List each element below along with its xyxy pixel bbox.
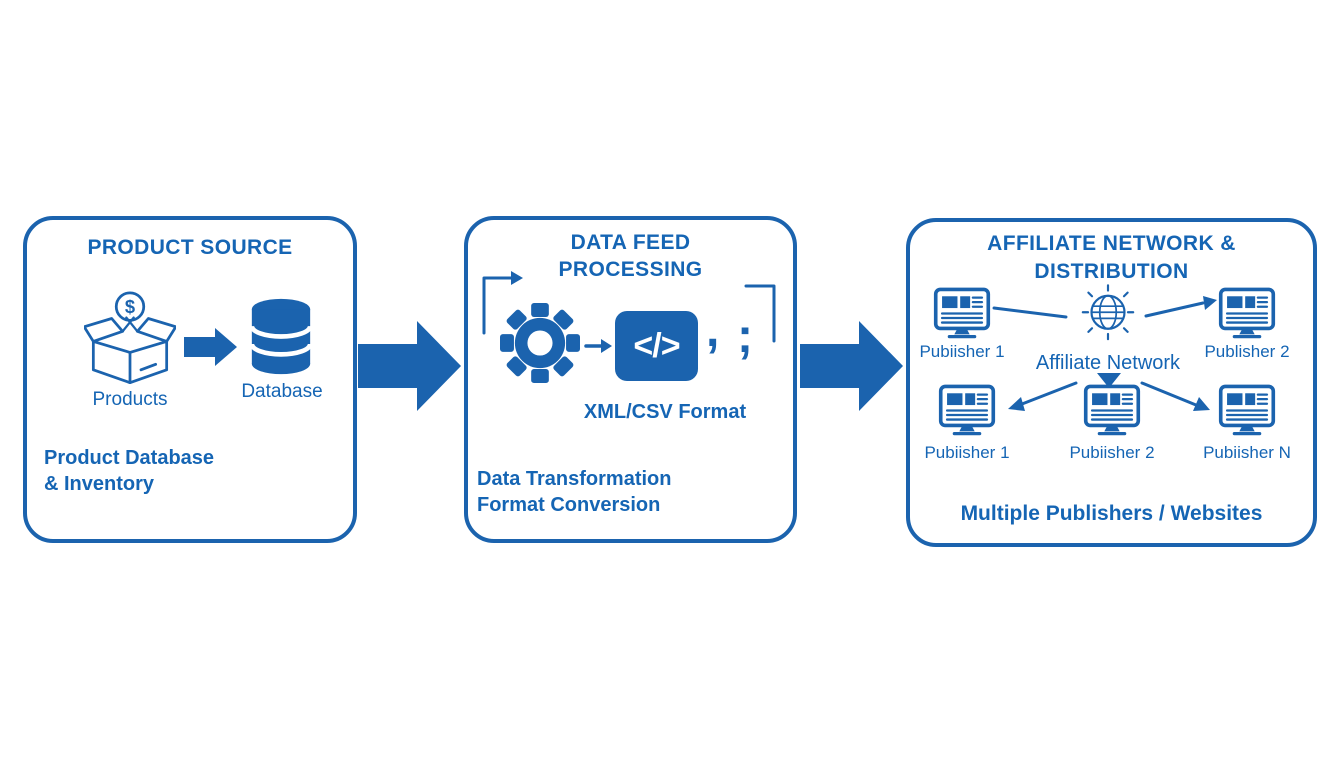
- flow-arrow-source-to-processing: [358, 321, 461, 411]
- data-feed-title-line1: DATA FEED: [570, 231, 691, 254]
- products-label: Products: [92, 389, 168, 410]
- data-feed-title: DATA FEED PROCESSING: [464, 229, 797, 283]
- database-label: Database: [241, 381, 323, 402]
- affiliate-network-label: Affiliate Network: [1035, 352, 1181, 374]
- product-source-title: PRODUCT SOURCE: [87, 236, 293, 259]
- product-source-caption-line2: & Inventory: [44, 473, 155, 495]
- product-source-box: [23, 216, 357, 543]
- semicolon-glyph: ;: [737, 310, 753, 363]
- comma-glyph: ,: [706, 304, 720, 357]
- data-feed-title-line2: PROCESSING: [558, 258, 703, 281]
- flow-arrow-processing-to-network: [800, 321, 903, 411]
- publisher-label-bottom-middle: Pubiisher 2: [1069, 443, 1155, 462]
- product-source-caption: Product Database & Inventory: [44, 445, 214, 497]
- publisher-label-top-right: Publisher 2: [1204, 342, 1290, 361]
- format-label: XML/CSV Format: [583, 401, 747, 423]
- code-block-icon: </>: [615, 311, 698, 381]
- affiliate-title: AFFILIATE NETWORK & DISTRIBUTION: [906, 230, 1317, 286]
- data-feed-caption: Data Transformation Format Conversion: [477, 466, 671, 518]
- publisher-label-bottom-right: Pubiisher N: [1203, 443, 1291, 462]
- affiliate-title-line1: AFFILIATE NETWORK &: [987, 232, 1236, 255]
- code-glyph: </>: [633, 326, 680, 365]
- product-source-caption-line1: Product Database: [44, 447, 215, 469]
- publisher-label-top-left: Pubiisher 1: [919, 342, 1005, 361]
- data-feed-caption-line2: Format Conversion: [477, 494, 661, 516]
- affiliate-caption: Multiple Publishers / Websites: [960, 502, 1263, 525]
- affiliate-title-line2: DISTRIBUTION: [1034, 260, 1189, 283]
- publisher-label-bottom-left: Pubiisher 1: [924, 443, 1010, 462]
- data-feed-caption-line1: Data Transformation: [477, 468, 672, 490]
